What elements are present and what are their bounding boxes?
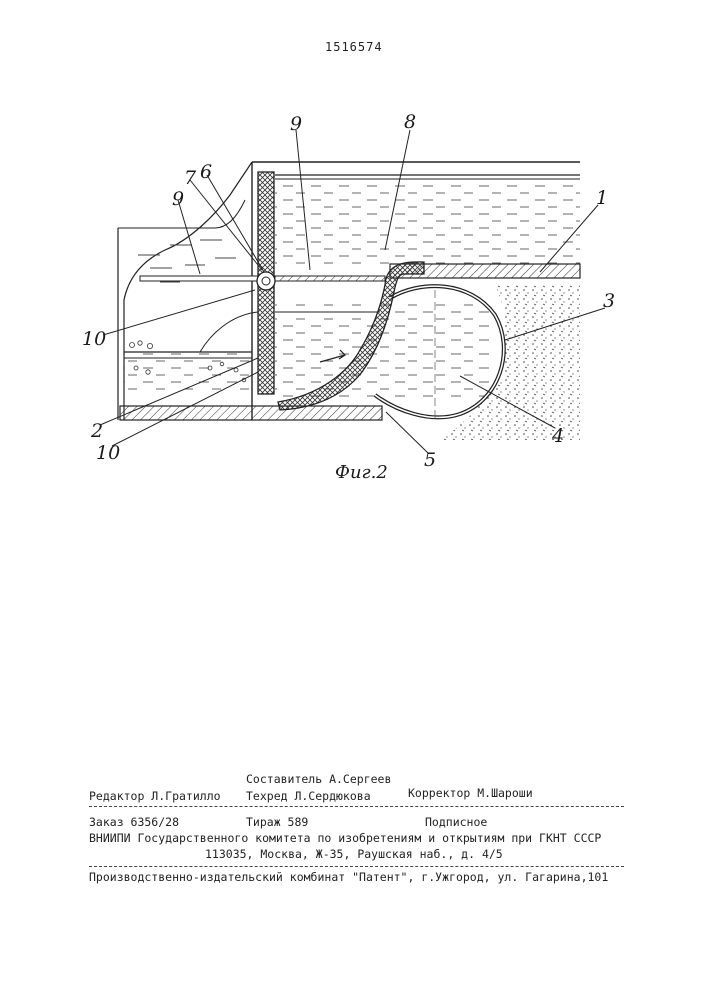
editor-line: Редактор Л.Гратилло: [89, 789, 221, 803]
bottom-slab: [120, 406, 382, 420]
callout-10-lower: 10: [96, 442, 120, 464]
callout-7: 7: [184, 167, 197, 189]
subscription-line: Подписное: [425, 815, 487, 829]
callout-2: 2: [90, 420, 103, 442]
callout-6: 6: [200, 161, 212, 183]
technical-drawing: 9 8 7 6 9 1 3 10 2 10 5 4 Фиг.2: [0, 0, 707, 520]
callout-9-top: 9: [290, 113, 302, 135]
callout-4: 4: [551, 425, 564, 447]
compiler-line: Составитель А.Сергеев: [246, 772, 391, 786]
callout-9-left: 9: [172, 188, 184, 210]
address-line: 113035, Москва, Ж-35, Раушская наб., д. …: [205, 847, 503, 861]
lower-pool: [124, 312, 258, 390]
callout-8: 8: [404, 111, 416, 133]
divider-bottom: [89, 866, 624, 867]
techred-line: Техред Л.Сердюкова: [246, 789, 371, 803]
gate: [257, 172, 275, 394]
callout-10-upper: 10: [82, 328, 106, 350]
order-line: Заказ 6356/28: [89, 815, 179, 829]
divider-top: [89, 806, 624, 807]
callout-3: 3: [603, 290, 615, 312]
printer-line: Производственно-издательский комбинат "П…: [89, 870, 608, 884]
callout-1: 1: [596, 187, 608, 209]
callout-5: 5: [424, 449, 436, 471]
figure-caption: Фиг.2: [335, 462, 388, 483]
corrector-line: Корректор М.Шароши: [408, 786, 533, 800]
institute-line: ВНИИПИ Государственного комитета по изоб…: [89, 831, 601, 845]
circulation-line: Тираж 589: [246, 815, 308, 829]
